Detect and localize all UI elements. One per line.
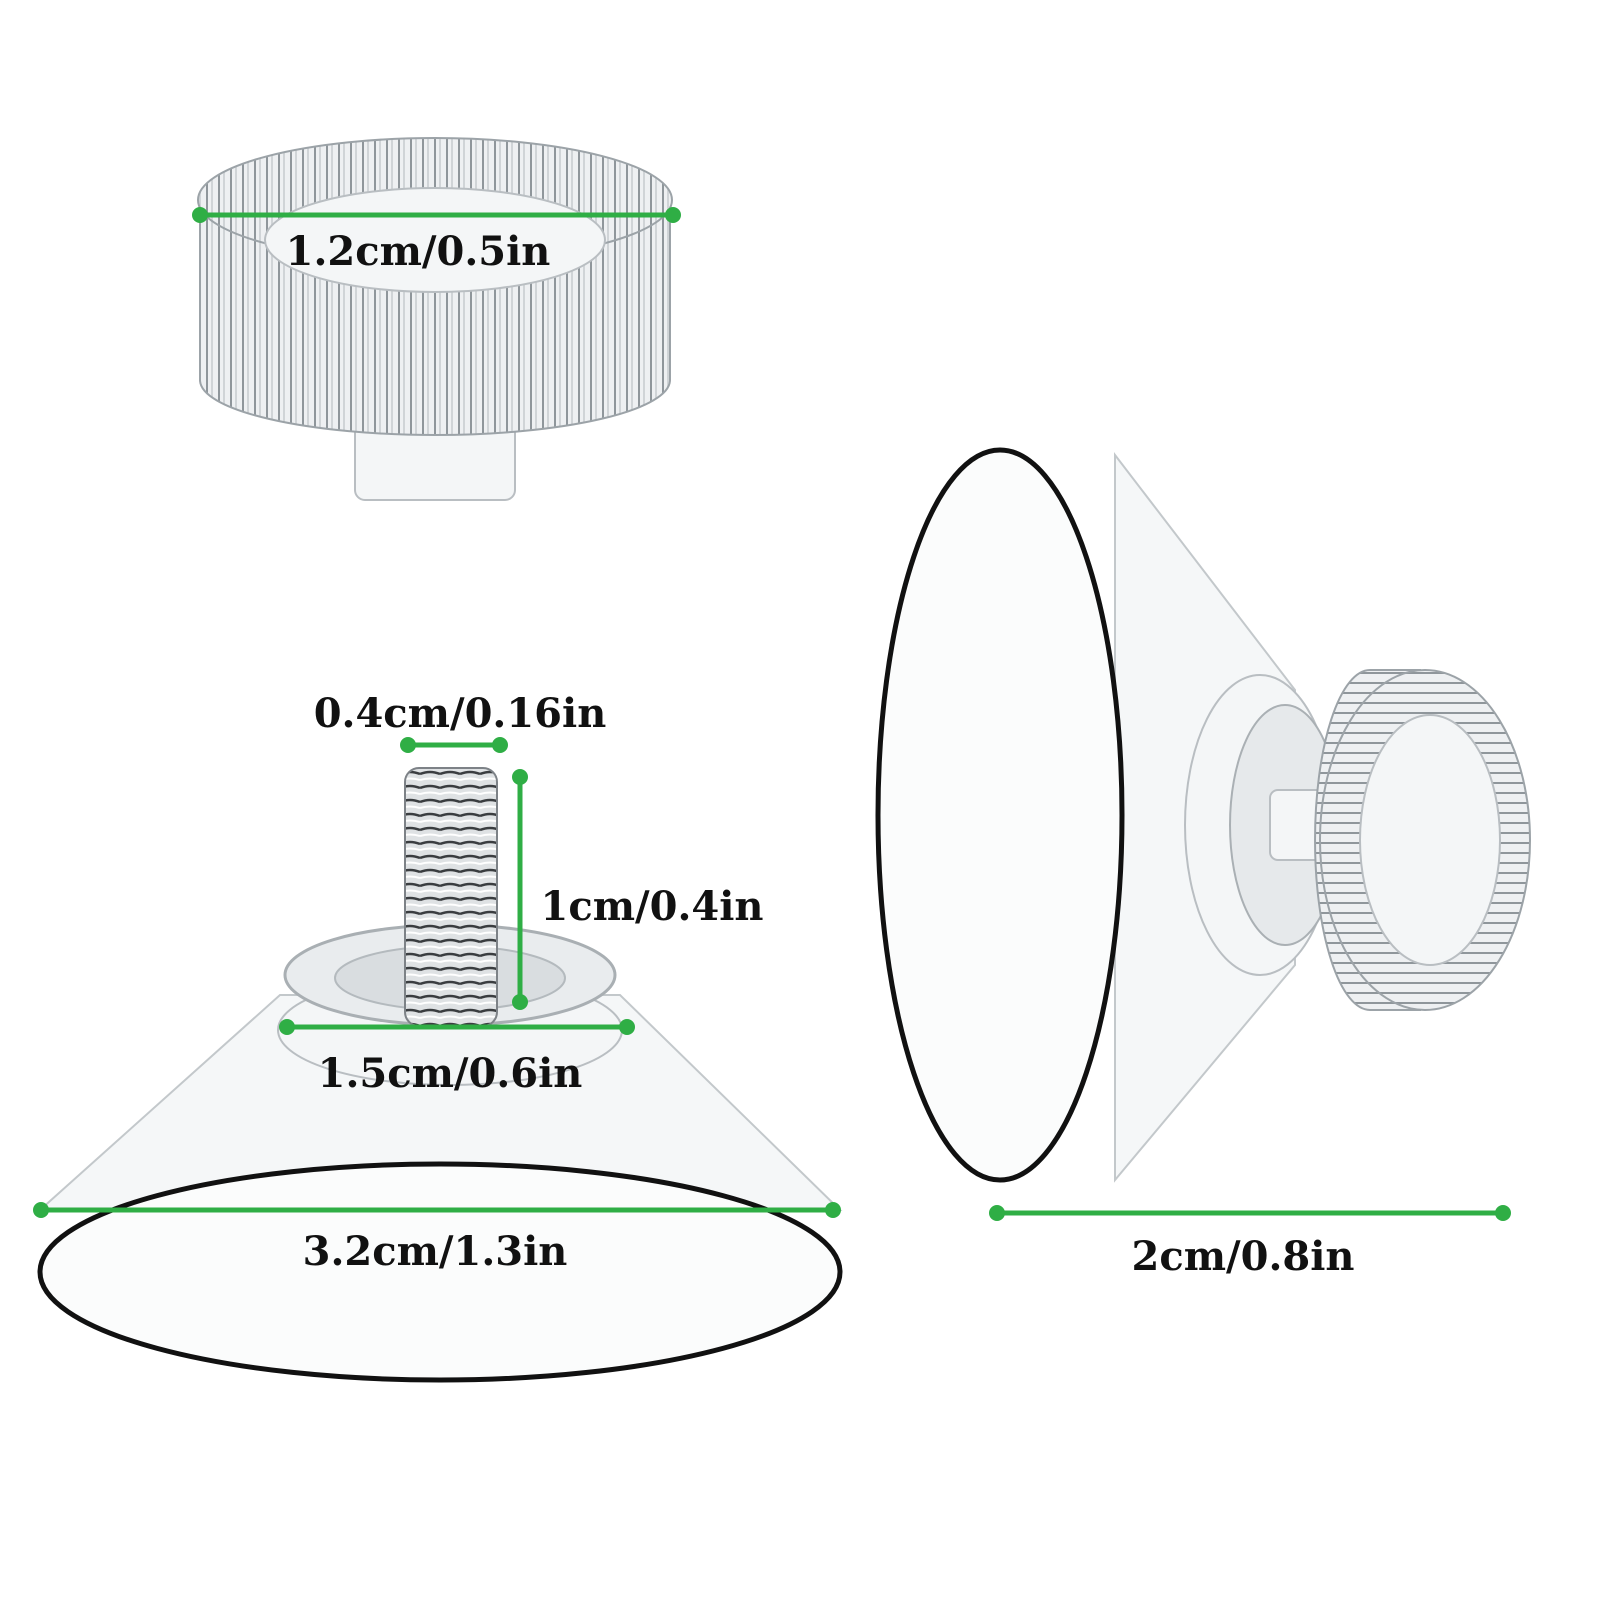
- dimension-knob-diameter: 1.2cm/0.5in: [192, 207, 681, 275]
- suction-cup-front-view: [37, 767, 843, 1383]
- label-flange-diameter: 1.5cm/0.6in: [318, 1050, 583, 1097]
- label-screw-diameter: 0.4cm/0.16in: [314, 690, 607, 737]
- dimension-screw-diameter: 0.4cm/0.16in: [314, 690, 607, 753]
- dimension-screw-length: 1cm/0.4in: [512, 769, 764, 1010]
- knob-nut: [197, 137, 673, 501]
- label-screw-length: 1cm/0.4in: [541, 883, 764, 930]
- label-cup-diameter: 3.2cm/1.3in: [303, 1228, 568, 1275]
- label-cup-depth: 2cm/0.8in: [1132, 1233, 1355, 1280]
- dimension-cup-depth: 2cm/0.8in: [989, 1205, 1511, 1280]
- side-cup-rim: [875, 447, 1125, 1183]
- dimension-cup-diameter: 3.2cm/1.3in: [33, 1202, 841, 1275]
- label-knob-diameter: 1.2cm/0.5in: [286, 228, 551, 275]
- dimension-flange-diameter: 1.5cm/0.6in: [279, 1019, 635, 1097]
- threaded-screw: [404, 767, 498, 1027]
- suction-cup-side-view: [875, 447, 1531, 1183]
- cup-rim: [37, 1161, 843, 1383]
- side-knob-recess: [1359, 714, 1501, 966]
